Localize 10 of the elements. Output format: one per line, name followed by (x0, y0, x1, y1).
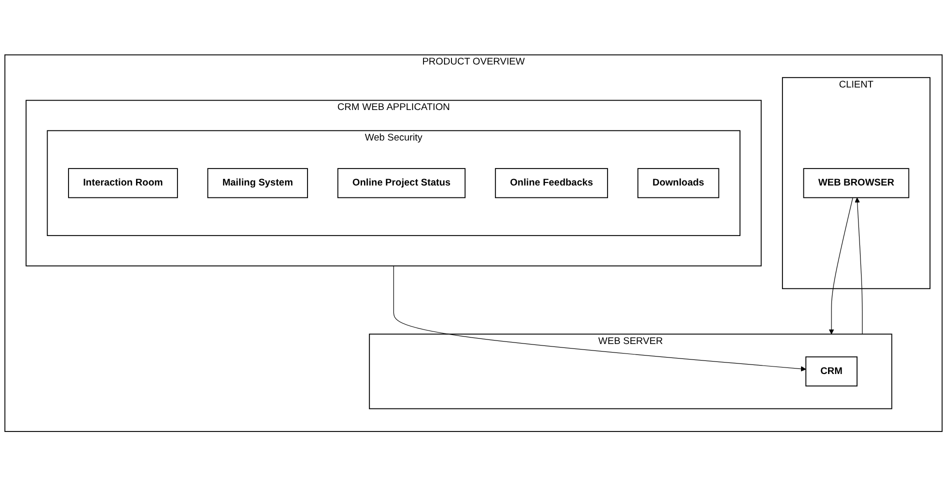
node-box: Interaction Room (68, 168, 178, 198)
node-box: Online Project Status (337, 168, 466, 198)
arrow (393, 265, 806, 372)
arrow (828, 197, 854, 334)
node-box: Downloads (637, 168, 720, 198)
arrow (854, 197, 863, 334)
node-box: Online Feedbacks (494, 168, 608, 198)
node-box: CRM (805, 356, 858, 386)
node-box: Mailing System (207, 168, 308, 198)
node-box: WEB BROWSER (803, 168, 910, 198)
